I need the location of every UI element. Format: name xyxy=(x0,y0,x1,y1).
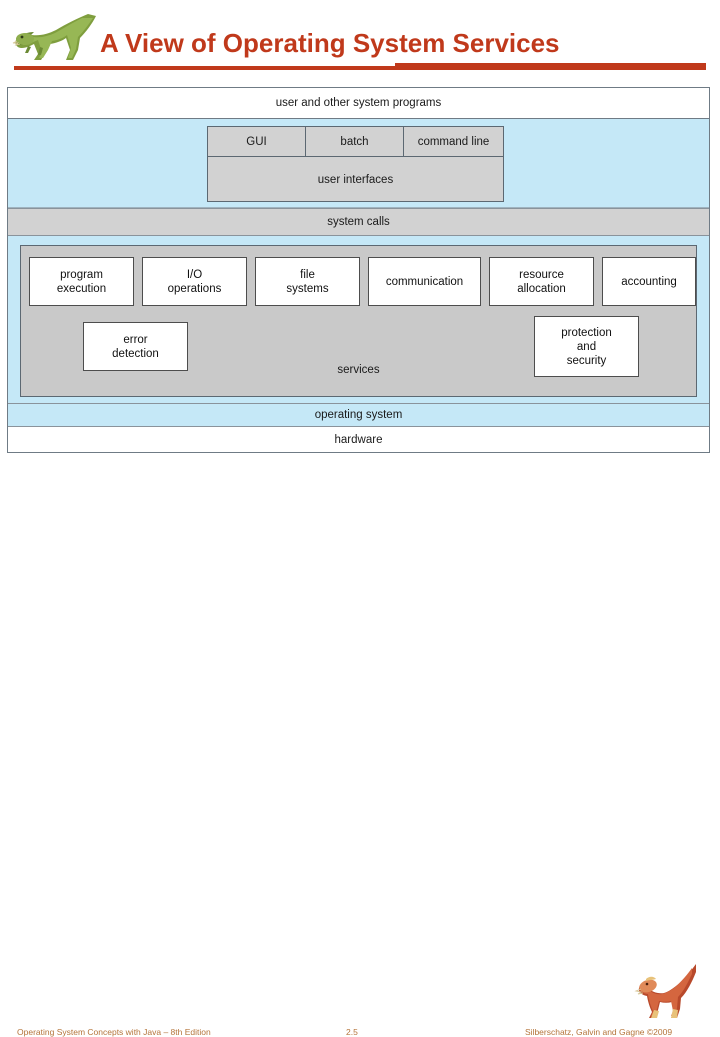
service-box-resource-allocation: resource allocation xyxy=(489,257,594,306)
os-services-diagram: user and other system programs GUI batch… xyxy=(7,87,710,453)
service-box-protection-and-security: protection and security xyxy=(534,316,639,377)
slide-footer: Operating System Concepts with Java – 8t… xyxy=(0,500,720,1037)
ui-mode-command-line: command line xyxy=(417,136,490,148)
service-box-accounting: accounting xyxy=(602,257,696,306)
user-interfaces-label: user interfaces xyxy=(317,173,394,186)
footer-page-number: 2.5 xyxy=(346,1027,358,1037)
service-box-communication: communication xyxy=(368,257,481,306)
layer-user-programs: user and other system programs xyxy=(8,88,709,119)
layer-system-calls: system calls xyxy=(8,208,709,236)
page-title: A View of Operating System Services xyxy=(100,28,560,58)
service-line: protection xyxy=(561,326,612,339)
service-line: security xyxy=(566,354,607,367)
footer-credit-text: Silberschatz, Galvin and Gagne ©2009 xyxy=(525,1027,673,1037)
ui-mode-batch: batch xyxy=(306,127,404,157)
footer-edition-text: Operating System Concepts with Java – 8t… xyxy=(17,1027,211,1037)
service-line: allocation xyxy=(517,282,566,295)
dinosaur-icon xyxy=(8,10,100,66)
service-box-program-execution: program execution xyxy=(29,257,134,306)
service-line: communication xyxy=(385,275,464,288)
service-line: program xyxy=(60,268,103,281)
service-line: operations xyxy=(167,282,222,295)
service-line: error xyxy=(123,333,148,346)
service-line: accounting xyxy=(621,275,677,288)
user-interfaces-group: GUI batch command line user interfaces xyxy=(207,126,504,202)
service-box-file-systems: file systems xyxy=(255,257,360,306)
services-label: services xyxy=(337,364,380,376)
layer-operating-system: operating system xyxy=(8,403,709,427)
service-line: file xyxy=(300,268,315,281)
service-line: and xyxy=(576,340,597,353)
title-underline-accent xyxy=(395,63,706,66)
service-box-io-operations: I/O operations xyxy=(142,257,247,306)
ui-mode-gui: GUI xyxy=(208,127,306,157)
service-box-error-detection: error detection xyxy=(83,322,188,371)
service-line: execution xyxy=(56,282,107,295)
service-line: systems xyxy=(286,282,329,295)
user-interface-modes-row: GUI batch command line xyxy=(208,127,503,157)
slide-header: A View of Operating System Services xyxy=(0,0,720,78)
title-underline xyxy=(14,66,706,70)
service-line: detection xyxy=(112,347,159,360)
dinosaur-icon xyxy=(630,962,708,1020)
layer-hardware: hardware xyxy=(8,427,709,452)
service-line: I/O xyxy=(186,268,203,281)
service-line: resource xyxy=(519,268,564,281)
services-panel: program execution I/O operations file sy… xyxy=(20,245,697,397)
